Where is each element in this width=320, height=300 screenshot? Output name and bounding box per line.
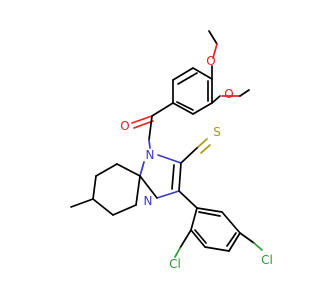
dichlorophenyl-ring <box>174 190 263 258</box>
structure-canvas: O O O S N N Cl Cl <box>70 30 273 271</box>
imidazole-ring <box>139 138 211 199</box>
methoxy-bonds <box>208 30 250 97</box>
molecule-drawing: O O O S N N Cl Cl <box>70 30 273 271</box>
atom-n-imine: N <box>144 194 153 208</box>
carbonyl-bonds <box>131 102 174 149</box>
dimethoxyphenyl-ring <box>172 65 221 115</box>
atom-cl-para: Cl <box>261 253 273 267</box>
atom-n-amide: N <box>146 148 155 162</box>
atom-o-methoxy-top: O <box>206 54 215 68</box>
atom-cl-ortho: Cl <box>169 257 181 271</box>
atom-s-thione: S <box>213 125 221 139</box>
atom-o-methoxy-right: O <box>224 87 233 101</box>
methylcyclohexane-ring <box>70 163 141 216</box>
atom-o-carbonyl: O <box>120 119 129 133</box>
